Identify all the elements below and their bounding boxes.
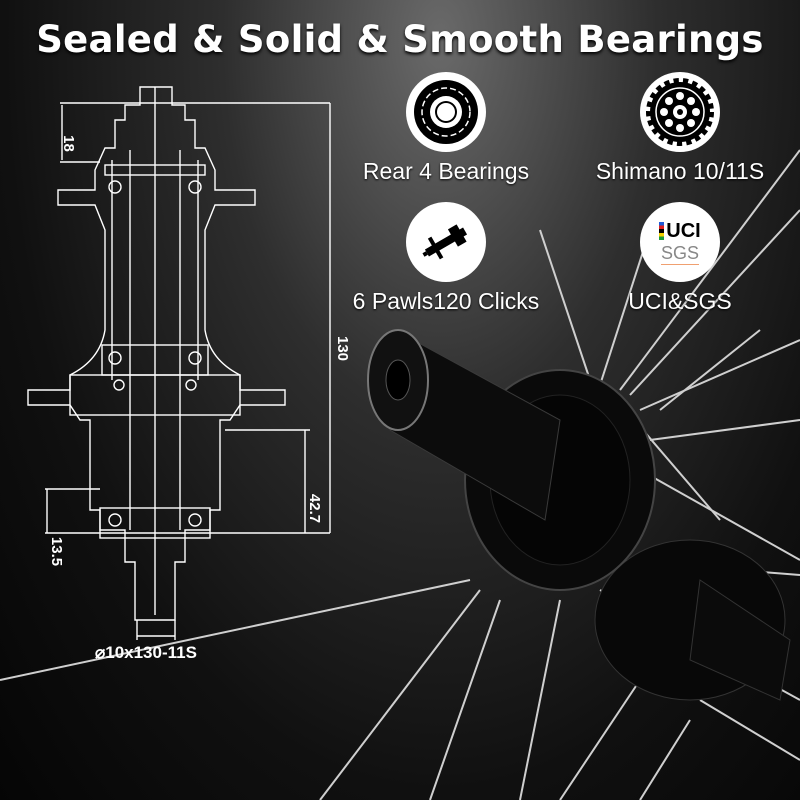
cog-icon — [640, 72, 720, 152]
feature-label: UCI&SGS — [628, 288, 732, 314]
dimension-flange-to-end: 42.7 — [306, 493, 324, 524]
feature-label: Shimano 10/11S — [595, 158, 765, 184]
feature-label: 6 Pawls120 Clicks — [352, 288, 540, 314]
axle-spec: ⌀10x130-11S — [95, 643, 197, 662]
dimension-top-offset: 18 — [59, 135, 77, 152]
uci-sgs-logo: UCI SGS — [640, 202, 720, 282]
dimension-bearing-offset: 13.5 — [48, 536, 66, 567]
hub-body — [367, 329, 791, 701]
feature-label: Rear 4 Bearings — [362, 158, 530, 184]
feature-pawls: 6 Pawls120 Clicks — [336, 202, 556, 315]
feature-shimano: Shimano 10/11S — [570, 72, 790, 185]
dimension-overall-width: 130 — [334, 335, 352, 362]
bearing-icon — [406, 72, 486, 152]
feature-uci-sgs: UCI SGS UCI&SGS — [570, 202, 790, 315]
feature-bearings: Rear 4 Bearings — [336, 72, 556, 185]
headline: Sealed & Solid & Smooth Bearings — [36, 18, 764, 61]
hub-icon — [406, 202, 486, 282]
